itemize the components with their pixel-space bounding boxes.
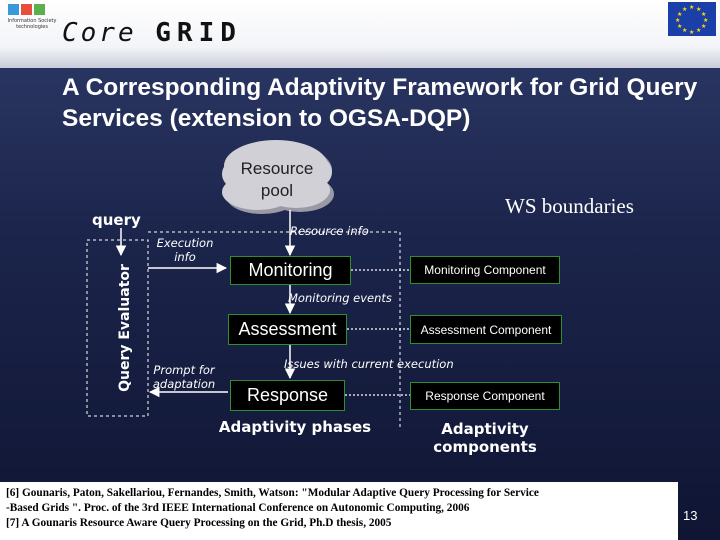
assessment-component-box: Assessment Component: [410, 315, 562, 344]
response-component-label: Response Component: [425, 389, 545, 403]
coregrid-logo-core: Core: [62, 18, 137, 48]
resource-pool-label: Resource pool: [240, 159, 314, 200]
reference-line: [6] Gounaris, Paton, Sakellariou, Fernan…: [6, 487, 539, 499]
monitoring-phase-label: Monitoring: [248, 260, 333, 280]
query-evaluator: Query Evaluator: [103, 242, 147, 414]
coregrid-logo-grid: GRID: [155, 18, 242, 48]
resource-pool-cloud: [222, 140, 334, 214]
issues-label: Issues with current execution: [284, 357, 454, 371]
coregrid-logo: Core GRID: [62, 18, 242, 48]
logo-square-icon: [34, 4, 45, 15]
information-society-logo: Information Society technologies: [4, 2, 56, 32]
query-evaluator-label: Query Evaluator: [117, 264, 133, 392]
logo-text: Information Society technologies: [7, 18, 57, 30]
assessment-phase-label: Assessment: [238, 319, 337, 339]
ws-boundaries-label: WS boundaries: [505, 194, 634, 218]
monitoring-component-box: Monitoring Component: [410, 256, 560, 284]
resource-info-label: Resource info: [290, 224, 369, 238]
monitoring-component-label: Monitoring Component: [424, 263, 546, 277]
adaptivity-components-caption: Adaptivity components: [433, 420, 537, 456]
eu-flag-icon: ★ ★ ★ ★ ★ ★ ★ ★ ★ ★ ★ ★: [668, 2, 716, 36]
prompt-adaptation-label: Prompt for adaptation: [152, 363, 216, 391]
reference-line: [7] A Gounaris Resource Aware Query Proc…: [6, 517, 392, 529]
execution-info-label: Execution info: [156, 236, 214, 264]
header-band: Information Society technologies Core GR…: [0, 0, 720, 68]
monitoring-phase-box: Monitoring: [230, 256, 351, 285]
ws-boundary-line: [148, 231, 401, 430]
monitoring-events-label: Monitoring events: [288, 291, 392, 305]
reference-line: -Based Grids ". Proc. of the 3rd IEEE In…: [6, 502, 470, 514]
references-box: [6] Gounaris, Paton, Sakellariou, Fernan…: [0, 482, 678, 540]
logo-square-icon: [8, 4, 19, 15]
adaptivity-phases-caption: Adaptivity phases: [218, 418, 372, 436]
assessment-component-label: Assessment Component: [420, 322, 552, 337]
query-evaluator-boundary: [86, 239, 149, 417]
page-number: 13: [683, 508, 698, 523]
response-phase-label: Response: [246, 385, 329, 405]
assessment-phase-box: Assessment: [228, 314, 347, 345]
response-phase-box: Response: [230, 380, 345, 411]
query-label: query: [92, 211, 141, 229]
logo-square-icon: [21, 4, 32, 15]
response-component-box: Response Component: [410, 382, 560, 410]
slide-title: A Corresponding Adaptivity Framework for…: [62, 74, 698, 132]
